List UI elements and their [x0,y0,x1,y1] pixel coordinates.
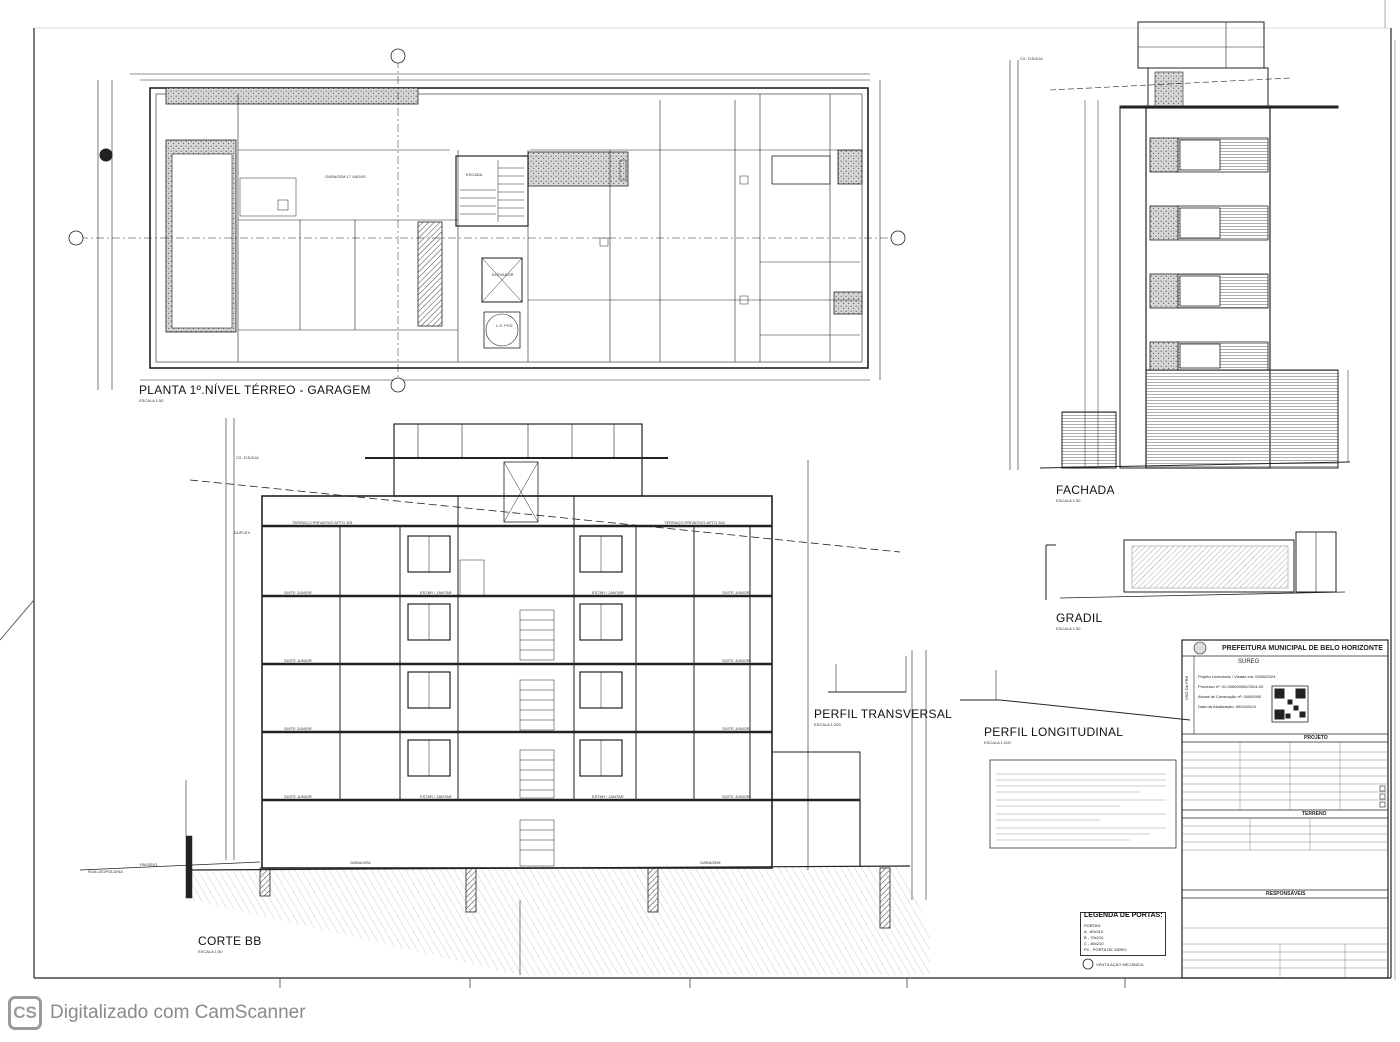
gradil-title: GRADIL [1056,611,1103,625]
ventilation-icon [1082,958,1094,970]
stair-label: ESCADA [466,172,483,177]
floor-plan-scale: ESCALA 1:50 [139,398,164,403]
room-label-living: ESTAR / JANTAR [420,794,452,799]
tb-use: USO DA PBH [1184,675,1189,700]
tb-process: Processo nº: 01-000000000/2024-00 [1198,684,1264,689]
legend-title: LEGENDA DE PORTAS: [1084,912,1163,919]
profile-longitudinal-title: PERFIL LONGITUDINAL [984,725,1124,739]
legend-row: A - 60x210 [1084,929,1104,934]
tb-responsible: RESPONSÁVEIS [1266,891,1306,897]
duplex-label: DUPLEX [234,530,251,535]
room-label-living: ESTAR / JANTAR [420,590,452,595]
elevator-label: ELEVADOR [492,272,514,277]
section-garage-label: GARAGEM [700,860,721,865]
notes-box [989,759,1177,849]
room-label-suite: SUITE JUNIOR [284,794,312,799]
facade [1009,21,1351,470]
floor-plan-title: PLANTA 1º.NÍVEL TÉRREO - GARAGEM [139,383,371,397]
profiles [828,656,1191,721]
room-label-suite: SUITE JUNIOR [284,726,312,731]
water-tank-label: CX. D'ÁGUA [1020,56,1043,61]
room-label-suite: SUITE JUNIOR [284,590,312,595]
gradil-scale: ESCALA 1:50 [1056,626,1081,631]
section-title: CORTE BB [198,934,262,948]
street-label: RUA LEOPOLDINA [88,869,123,874]
terrace-label: TERRAÇO PRIVATIVO APTO 301 [292,520,353,525]
camscanner-text: Digitalizado com CamScanner [50,1002,306,1023]
legend-row: C - 80x210 [1084,941,1104,946]
room-label-living: ESTAR / JANTAR [592,794,624,799]
camscanner-logo-icon: CS [8,996,42,1030]
room-label-suite: SUITE JUNIOR [722,658,750,663]
profile-transversal-title: PERFIL TRANSVERSAL [814,707,953,721]
title-block [1181,639,1389,979]
room-label-suite: SUITE JUNIOR [284,658,312,663]
room-label-suite: SUITE JUNIOR [722,590,750,595]
tb-permit: Alvará de Construção nº: 00000000 [1198,694,1262,699]
section-water-tank-label: CX. D'ÁGUA [236,455,259,460]
sidewalk-label: PASSEIO [140,862,158,867]
profile-longitudinal-scale: ESCALA 1:200 [984,740,1011,745]
ventilation-label: VENTILAÇÃO MECÂNICA [1096,962,1144,967]
facade-title: FACHADA [1056,483,1115,497]
floor-plan [68,48,906,393]
lsd-label: L.S. PVD [496,323,513,328]
tb-date: Data da Atualização: 00/00/2024 [1198,704,1256,709]
facade-scale: ESCALA 1:50 [1056,498,1081,503]
legend-row: PV - PORTA DE VIDRO [1084,947,1127,952]
section-garage-label: GARAGEM [350,860,371,865]
legend-row: PORTAS: [1084,923,1102,928]
tb-department: SUREG [1238,659,1260,665]
garage-label: GARAGEM 17 VAGAS [325,174,366,179]
section-corte-bb [79,418,930,975]
camscanner-footer: CS Digitalizado com CamScanner [8,996,306,1030]
door-legend: LEGENDA DE PORTAS: PORTAS: A - 60x210 B … [1080,912,1166,956]
tb-organization: PREFEITURA MUNICIPAL DE BELO HORIZONTE [1222,645,1383,652]
sheet-border [0,0,1396,988]
tb-approval: Projeto Licenciado / Visado em: 00/00/20… [1198,674,1276,679]
section-scale: ESCALA 1:50 [198,949,223,954]
room-label-living: ESTAR / JANTAR [592,590,624,595]
tb-terrain: TERRENO [1302,811,1327,817]
terrace-label-2: TERRAÇO PRIVATIVO APTO 302 [664,520,725,525]
gradil [1045,531,1346,600]
tb-project: PROJETO [1304,735,1328,741]
room-label-suite: SUITE JUNIOR [722,726,750,731]
profile-transversal-scale: ESCALA 1:200 [814,722,841,727]
room-label-suite: SUITE JUNIOR [722,794,750,799]
legend-row: B - 70x210 [1084,935,1104,940]
